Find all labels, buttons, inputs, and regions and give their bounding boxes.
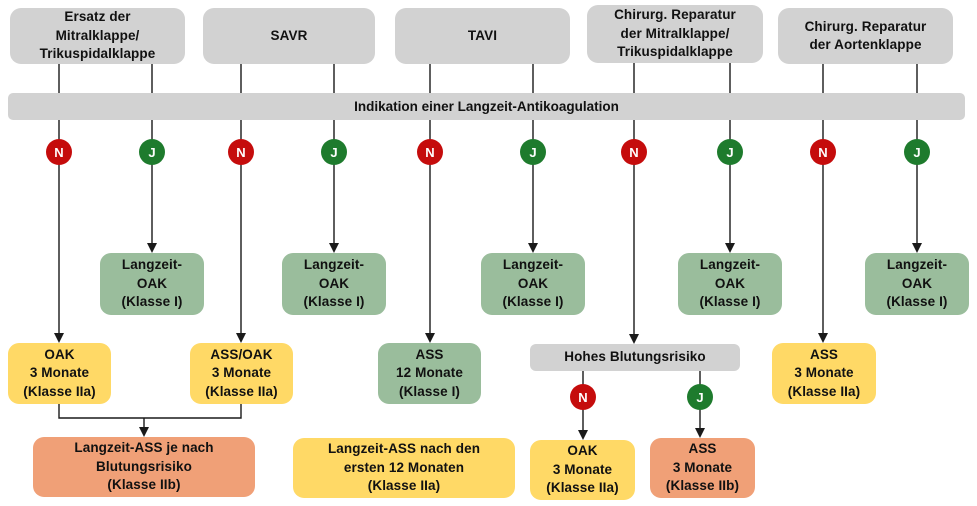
node-text-line: Trikuspidalklappe bbox=[617, 44, 733, 60]
node-text-line: Langzeit- bbox=[502, 257, 564, 273]
node-text-line: OAK bbox=[517, 275, 549, 291]
node-text-line: Blutungsrisiko bbox=[96, 458, 192, 474]
node-ass-12monate: ASS 12 Monate (Klasse I) bbox=[378, 343, 481, 404]
node-text-line: ersten 12 Monaten bbox=[343, 459, 465, 475]
node-text-line: Mitralklappe/ bbox=[55, 27, 140, 43]
node-text-line: Hohes Blutungsrisiko bbox=[564, 349, 706, 365]
node-text-line: ASS bbox=[415, 346, 444, 362]
node-text-line: ASS bbox=[688, 441, 717, 457]
node-text-line: der Mitralklappe/ bbox=[620, 25, 730, 41]
node-text-line: (Klasse IIa) bbox=[787, 383, 861, 399]
node-text-line: Langzeit- bbox=[121, 257, 183, 273]
badge-no-chirurg-aorta: N bbox=[810, 139, 836, 165]
badge-no-chirurg-mitral: N bbox=[621, 139, 647, 165]
node-text-line: (Klasse I) bbox=[502, 294, 564, 310]
node-langzeit-oak-5: Langzeit- OAK (Klasse I) bbox=[865, 253, 969, 315]
node-text-line: (Klasse IIb) bbox=[107, 477, 181, 493]
node-text-line: Langzeit- bbox=[886, 257, 948, 273]
node-langzeit-ass-blutungsrisiko: Langzeit-ASS je nach Blutungsrisiko (Kla… bbox=[33, 437, 255, 497]
badge-no-tavi: N bbox=[417, 139, 443, 165]
indication-bar: Indikation einer Langzeit-Antikoagulatio… bbox=[8, 93, 965, 120]
node-text-line: (Klasse IIa) bbox=[546, 480, 619, 496]
node-text-line: (Klasse I) bbox=[699, 294, 761, 310]
node-text-line: Trikuspidalklappe bbox=[39, 46, 156, 62]
node-text-line: ASS/OAK bbox=[210, 346, 273, 362]
node-text-line: (Klasse I) bbox=[303, 294, 365, 310]
node-text-line: SAVR bbox=[270, 27, 308, 43]
node-text-line: 3 Monate bbox=[211, 365, 272, 381]
badge-yes-chirurg-mitral: J bbox=[717, 139, 743, 165]
node-ersatz-mitral-trikuspidalklappe: Ersatz der Mitralklappe/ Trikuspidalklap… bbox=[10, 8, 185, 64]
node-ass-3monate-iia: ASS 3 Monate (Klasse IIa) bbox=[772, 343, 876, 404]
node-text-line: OAK bbox=[714, 275, 746, 291]
badge-yes-savr: J bbox=[321, 139, 347, 165]
node-hohes-blutungsrisiko: Hohes Blutungsrisiko bbox=[530, 344, 740, 371]
node-text-line: Ersatz der bbox=[64, 9, 131, 25]
node-text-line: (Klasse I) bbox=[121, 294, 183, 310]
node-text-line: (Klasse IIa) bbox=[205, 383, 278, 399]
node-oak-3monate-hbr: OAK 3 Monate (Klasse IIa) bbox=[530, 440, 635, 500]
node-text-line: Langzeit-ASS je nach bbox=[74, 440, 214, 456]
node-text-line: OAK bbox=[901, 275, 933, 291]
node-langzeit-oak-1: Langzeit- OAK (Klasse I) bbox=[100, 253, 204, 315]
node-text-line: Langzeit-ASS nach den bbox=[327, 441, 481, 457]
node-text-line: OAK bbox=[567, 443, 598, 459]
node-text-line: Chirurg. Reparatur bbox=[804, 18, 927, 34]
node-langzeit-oak-3: Langzeit- OAK (Klasse I) bbox=[481, 253, 585, 315]
node-text-line: ASS bbox=[809, 346, 839, 362]
node-text-line: (Klasse IIb) bbox=[665, 478, 740, 494]
node-text-line: (Klasse I) bbox=[886, 294, 948, 310]
node-tavi: TAVI bbox=[395, 8, 570, 64]
node-langzeit-ass-12monaten: Langzeit-ASS nach den ersten 12 Monaten … bbox=[293, 438, 515, 498]
node-text-line: OAK bbox=[44, 346, 75, 362]
node-ass-3monate-iib: ASS 3 Monate (Klasse IIb) bbox=[650, 438, 755, 498]
badge-yes-chirurg-aorta: J bbox=[904, 139, 930, 165]
node-text-line: 3 Monate bbox=[552, 461, 613, 477]
node-text-line: der Aortenklappe bbox=[809, 37, 922, 52]
node-chirurg-reparatur-mitral: Chirurg. Reparatur der Mitralklappe/ Tri… bbox=[587, 5, 763, 63]
node-text-line: (Klasse IIa) bbox=[23, 383, 96, 399]
node-text-line: Langzeit- bbox=[699, 257, 761, 273]
node-savr: SAVR bbox=[203, 8, 375, 64]
node-text-line: 12 Monate bbox=[396, 365, 463, 381]
node-text-line: Langzeit- bbox=[303, 257, 365, 273]
node-text-line: OAK bbox=[318, 275, 350, 291]
badge-no-blutungsrisiko: N bbox=[570, 384, 596, 410]
node-text-line: 3 Monate bbox=[794, 365, 854, 381]
node-text-line: 3 Monate bbox=[29, 365, 90, 381]
node-text-line: TAVI bbox=[467, 27, 498, 43]
node-langzeit-oak-2: Langzeit- OAK (Klasse I) bbox=[282, 253, 386, 315]
node-text-line: (Klasse I) bbox=[398, 383, 461, 399]
indication-bar-label: Indikation einer Langzeit-Antikoagulatio… bbox=[354, 99, 619, 114]
node-langzeit-oak-4: Langzeit- OAK (Klasse I) bbox=[678, 253, 782, 315]
node-text-line: Chirurg. Reparatur bbox=[614, 7, 736, 23]
badge-no-savr: N bbox=[228, 139, 254, 165]
badge-yes-ersatz: J bbox=[139, 139, 165, 165]
node-text-line: OAK bbox=[136, 275, 168, 291]
node-ass-oak-3monate: ASS/OAK 3 Monate (Klasse IIa) bbox=[190, 343, 293, 404]
node-text-line: 3 Monate bbox=[672, 459, 733, 475]
badge-yes-tavi: J bbox=[520, 139, 546, 165]
node-chirurg-reparatur-aorta: Chirurg. Reparatur der Aortenklappe bbox=[778, 8, 953, 64]
node-text-line: (Klasse IIa) bbox=[367, 478, 441, 494]
badge-no-ersatz: N bbox=[46, 139, 72, 165]
node-oak-3monate: OAK 3 Monate (Klasse IIa) bbox=[8, 343, 111, 404]
badge-yes-blutungsrisiko: J bbox=[687, 384, 713, 410]
